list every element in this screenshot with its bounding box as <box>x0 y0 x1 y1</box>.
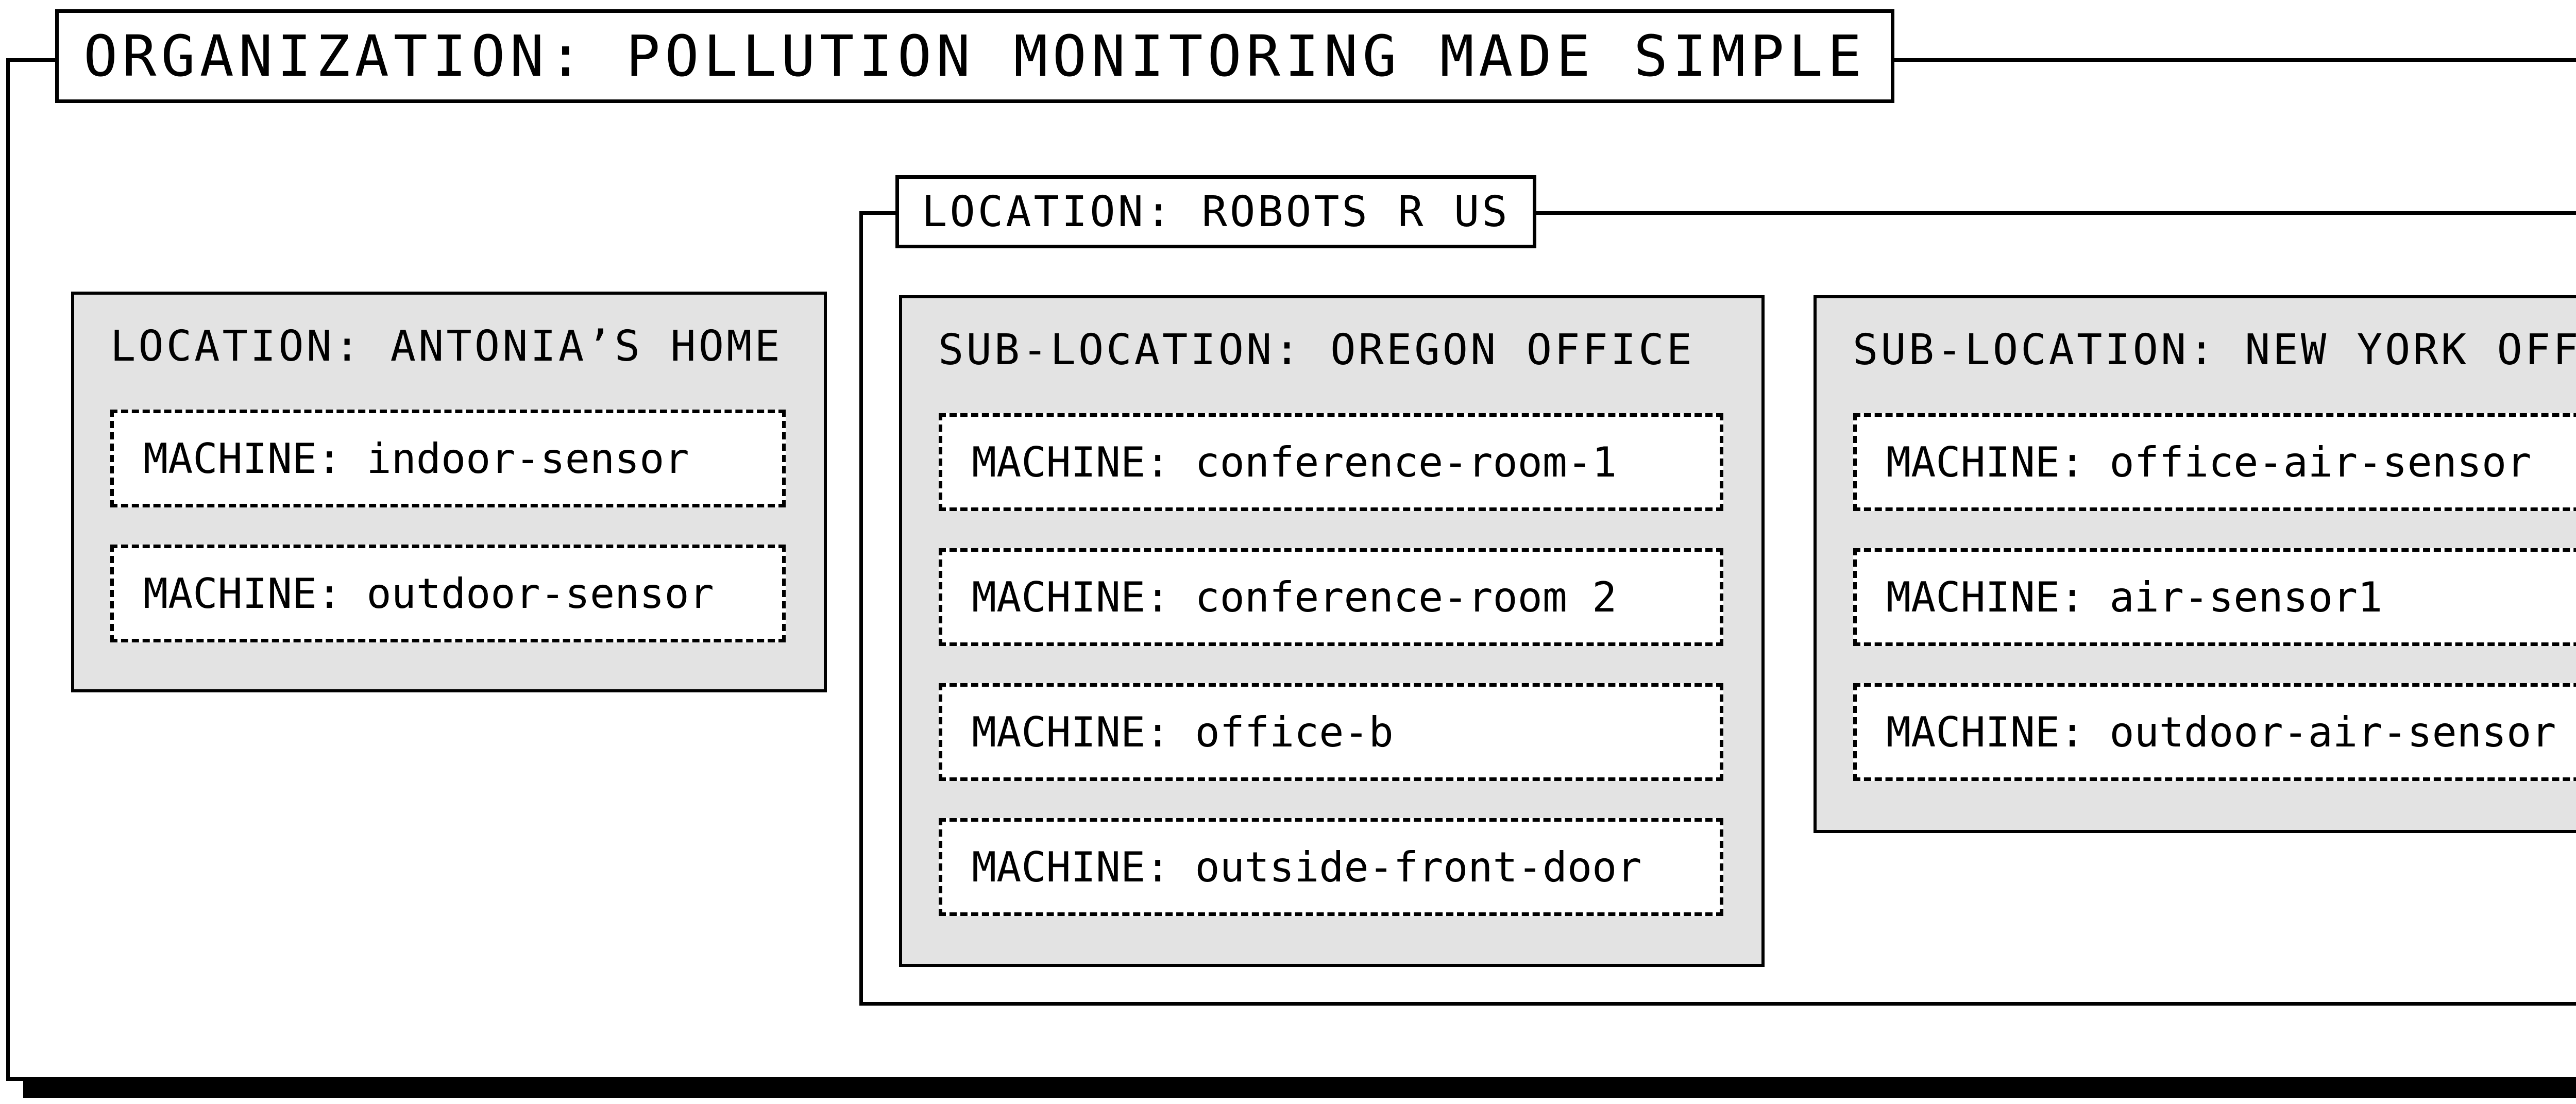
machine-label: MACHINE: outdoor-air-sensor <box>1886 708 2556 756</box>
machine-label: MACHINE: indoor-sensor <box>143 434 689 483</box>
sublocation-title-oregon-office: SUB-LOCATION: OREGON OFFICE <box>938 326 1694 375</box>
machine-box-office-air-sensor: MACHINE: office-air-sensor <box>1853 413 2576 511</box>
sublocation-box-oregon-office: SUB-LOCATION: OREGON OFFICE MACHINE: con… <box>899 295 1765 967</box>
location-box-antonias-home: LOCATION: ANTONIA’S HOME MACHINE: indoor… <box>71 292 827 692</box>
machine-label: MACHINE: office-b <box>972 708 1394 756</box>
location-box-robots-r-us: SUB-LOCATION: OREGON OFFICE MACHINE: con… <box>859 211 2576 1006</box>
sublocation-box-new-york-office: SUB-LOCATION: NEW YORK OFFICE MACHINE: o… <box>1814 295 2576 833</box>
machine-box-outdoor-sensor: MACHINE: outdoor-sensor <box>110 545 786 642</box>
machine-label: MACHINE: outdoor-sensor <box>143 569 714 618</box>
sublocation-title-new-york-office: SUB-LOCATION: NEW YORK OFFICE <box>1853 326 2576 375</box>
machine-label: MACHINE: outside-front-door <box>972 843 1642 891</box>
machine-label: MACHINE: air-sensor1 <box>1886 573 2383 621</box>
machine-box-outside-front-door: MACHINE: outside-front-door <box>939 818 1723 916</box>
organization-title: ORGANIZATION: POLLUTION MONITORING MADE … <box>55 9 1895 103</box>
machine-label: MACHINE: conference-room 2 <box>972 573 1617 621</box>
machine-box-office-b: MACHINE: office-b <box>939 683 1723 781</box>
machine-label: MACHINE: office-air-sensor <box>1886 438 2532 486</box>
location-title-robots-r-us: LOCATION: ROBOTS R US <box>895 175 1536 248</box>
machine-box-air-sensor1: MACHINE: air-sensor1 <box>1853 548 2576 646</box>
machine-box-conference-room-2: MACHINE: conference-room 2 <box>939 548 1723 646</box>
machine-box-outdoor-air-sensor: MACHINE: outdoor-air-sensor <box>1853 683 2576 781</box>
machine-label: MACHINE: conference-room-1 <box>972 438 1617 486</box>
machine-box-indoor-sensor: MACHINE: indoor-sensor <box>110 410 786 507</box>
machine-box-conference-room-1: MACHINE: conference-room-1 <box>939 413 1723 511</box>
location-title-robots-r-us-label: LOCATION: ROBOTS R US <box>922 187 1510 236</box>
organization-title-label: ORGANIZATION: POLLUTION MONITORING MADE … <box>83 23 1867 89</box>
location-title-antonias-home: LOCATION: ANTONIA’S HOME <box>110 322 783 371</box>
